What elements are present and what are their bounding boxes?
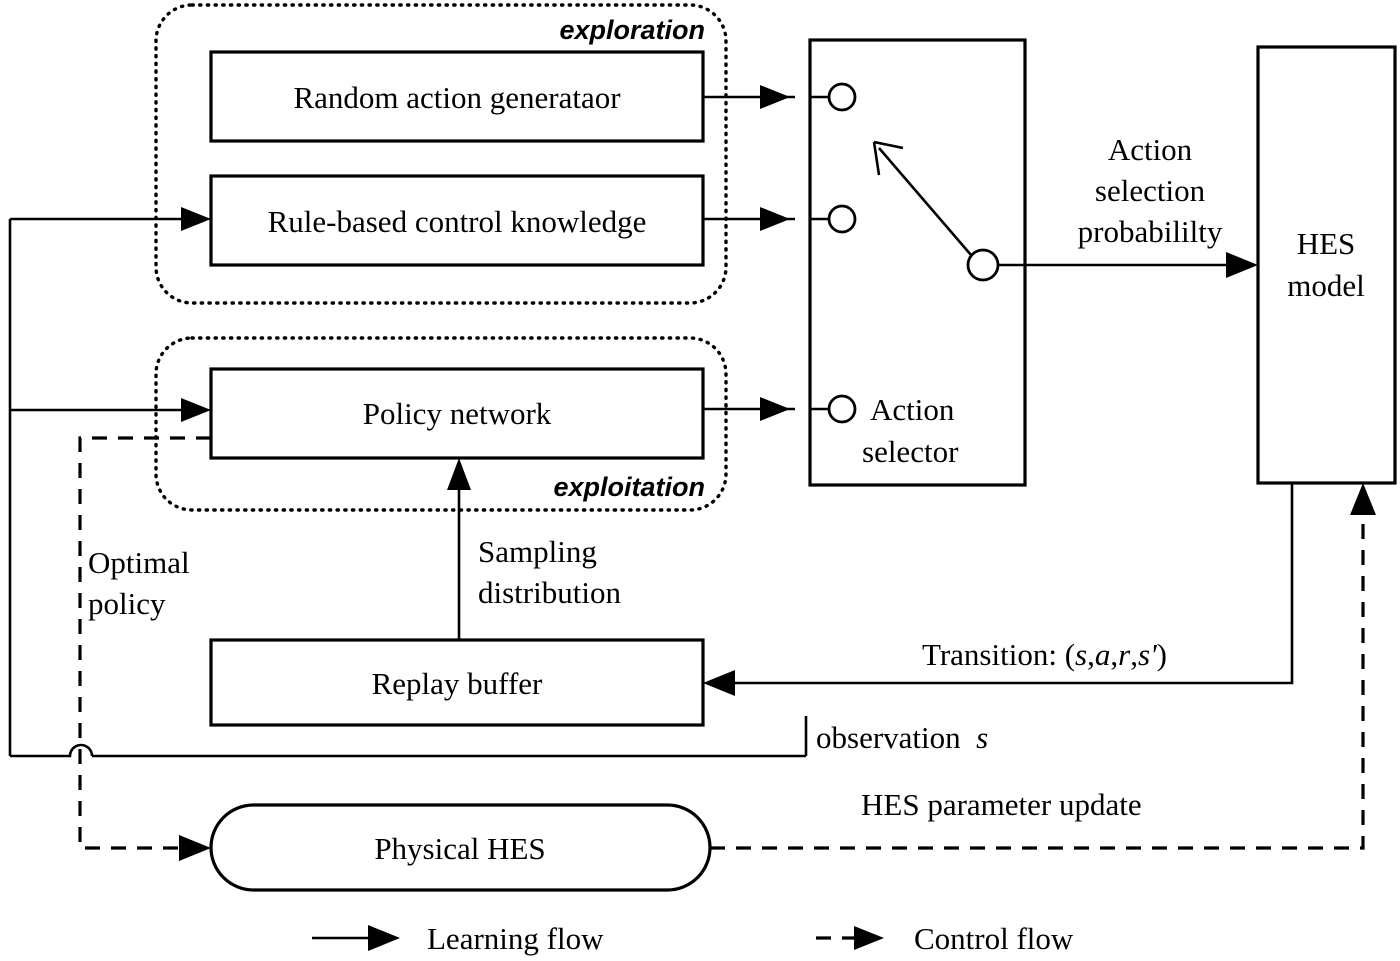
edge-optimal-policy-control xyxy=(78,436,211,850)
label-transition-comma2: , xyxy=(1110,637,1118,672)
label-transition: Transition: (s,a,r,s') xyxy=(922,637,1167,672)
wire-hop-bridge xyxy=(10,743,94,758)
arrow-head-to-rule-based xyxy=(181,207,211,231)
arrow-head-to-policy-network xyxy=(181,398,211,422)
label-transition-s: s xyxy=(1075,637,1087,672)
label-action-selection-probability-line3: probabililty xyxy=(1078,214,1223,249)
arrow-head-sampling-distribution xyxy=(447,458,471,490)
node-random-action-generator-label: Random action generataor xyxy=(293,80,621,115)
edge-transition-to-replay-buffer xyxy=(729,483,1294,685)
group-exploration xyxy=(154,3,728,305)
group-exploration-label: exploration xyxy=(559,15,705,45)
group-exploitation xyxy=(154,336,728,512)
legend-control-flow-arrow-head xyxy=(854,926,884,950)
node-hes-model-label-line2: model xyxy=(1287,268,1365,303)
node-replay-buffer[interactable] xyxy=(209,638,705,727)
edge-hes-parameter-update-control xyxy=(710,510,1365,850)
label-observation-symbol: s xyxy=(976,720,988,755)
label-optimal-policy-line2: policy xyxy=(88,586,166,621)
selector-pivot-terminal[interactable] xyxy=(966,248,1000,282)
arrow-head-rule-based-to-selector xyxy=(760,207,790,231)
label-transition-suffix: ) xyxy=(1157,637,1167,672)
arrow-head-transition-to-replay-buffer xyxy=(703,670,735,696)
label-transition-prefix: Transition: ( xyxy=(922,637,1075,672)
node-hes-model-label-line1: HES xyxy=(1297,226,1356,261)
node-policy-network-label: Policy network xyxy=(363,396,552,431)
group-exploitation-label: exploitation xyxy=(553,472,705,502)
arrow-head-policy-to-selector xyxy=(760,397,790,421)
label-transition-a: a xyxy=(1095,637,1111,672)
selector-terminal-rule-based[interactable] xyxy=(827,204,857,234)
selector-switch-arrowhead-icon xyxy=(872,140,904,176)
node-action-selector-label-line2: selector xyxy=(862,434,959,469)
arrow-head-random-action-to-selector xyxy=(760,85,790,109)
label-optimal-policy-line1: Optimal xyxy=(88,545,190,580)
label-hes-parameter-update: HES parameter update xyxy=(861,787,1142,822)
node-action-selector-label-line1: Action xyxy=(870,392,955,427)
selector-switch-arm[interactable] xyxy=(878,147,972,256)
label-sampling-distribution-line2: distribution xyxy=(478,575,621,610)
label-transition-r: r xyxy=(1118,637,1131,672)
label-transition-sprime: s' xyxy=(1138,637,1158,672)
node-rule-based-control-knowledge-label: Rule-based control knowledge xyxy=(268,204,647,239)
node-policy-network[interactable] xyxy=(209,367,705,460)
label-transition-comma1: , xyxy=(1087,637,1095,672)
arrow-head-selector-to-hes-model xyxy=(1226,252,1258,278)
label-sampling-distribution-line1: Sampling xyxy=(478,534,597,569)
label-transition-comma3: , xyxy=(1130,637,1138,672)
selector-terminal-random-action[interactable] xyxy=(827,82,857,112)
node-physical-hes-label: Physical HES xyxy=(374,831,545,866)
selector-terminal-policy[interactable] xyxy=(827,394,857,424)
arrow-head-hes-parameter-update xyxy=(1350,483,1376,515)
legend-learning-flow-label: Learning flow xyxy=(427,921,604,956)
legend-control-flow-label: Control flow xyxy=(914,921,1074,956)
label-observation-text: observation xyxy=(816,720,961,755)
arrow-head-optimal-policy xyxy=(179,835,211,861)
node-rule-based-control-knowledge[interactable] xyxy=(209,174,705,267)
label-action-selection-probability-line2: selection xyxy=(1095,173,1206,208)
node-replay-buffer-label: Replay buffer xyxy=(372,666,543,701)
label-action-selection-probability-line1: Action xyxy=(1108,132,1193,167)
node-hes-model[interactable] xyxy=(1256,45,1397,485)
label-observation: observation s xyxy=(816,720,988,755)
legend-learning-flow-arrow-head xyxy=(368,925,400,951)
